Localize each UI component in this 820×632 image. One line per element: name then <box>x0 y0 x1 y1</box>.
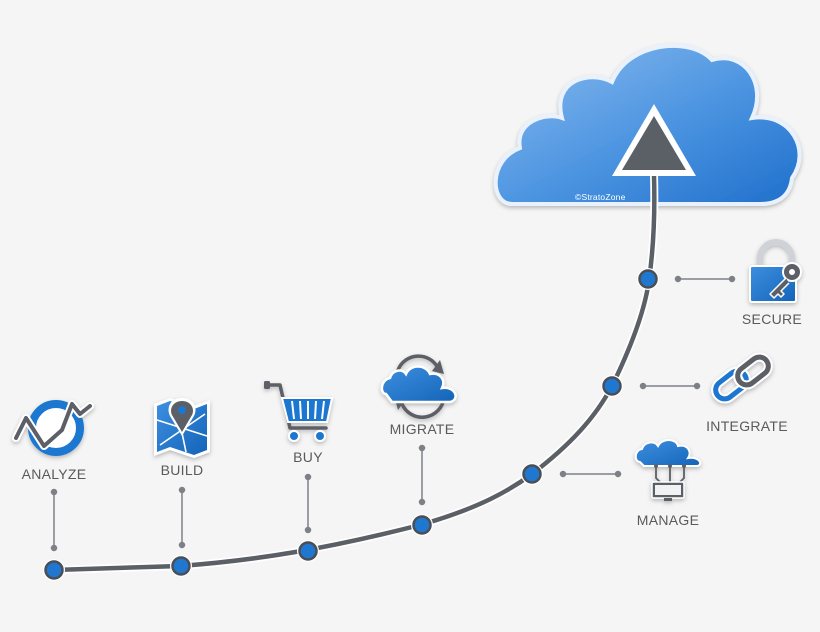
map-pin-icon <box>154 398 210 458</box>
cloud-upload-icon <box>612 104 696 176</box>
analytics-chart-icon <box>12 400 94 456</box>
journey-path <box>50 171 659 574</box>
label-build: BUILD <box>160 462 204 478</box>
cloud-sync-icon <box>380 354 457 419</box>
label-migrate: MIGRATE <box>389 421 455 437</box>
step-connectors <box>50 275 736 552</box>
label-analyze: ANALYZE <box>21 466 87 482</box>
node-analyze <box>43 559 65 581</box>
cloud-copyright: ©StratoZone <box>575 192 626 202</box>
node-migrate <box>411 514 433 536</box>
padlock-key-icon <box>749 239 802 303</box>
node-manage <box>521 463 543 485</box>
shopping-cart-icon <box>264 381 334 442</box>
node-secure <box>637 268 659 290</box>
path-nodes <box>43 268 659 581</box>
label-manage: MANAGE <box>636 512 700 528</box>
journey-path-core <box>51 172 657 573</box>
cloud-monitor-icon <box>634 439 702 501</box>
chain-link-icon <box>711 352 773 404</box>
node-build <box>170 555 192 577</box>
node-integrate <box>601 375 623 397</box>
label-buy: BUY <box>293 449 323 465</box>
node-buy <box>297 540 319 562</box>
label-integrate: INTEGRATE <box>706 418 788 434</box>
label-secure: SECURE <box>741 311 803 327</box>
